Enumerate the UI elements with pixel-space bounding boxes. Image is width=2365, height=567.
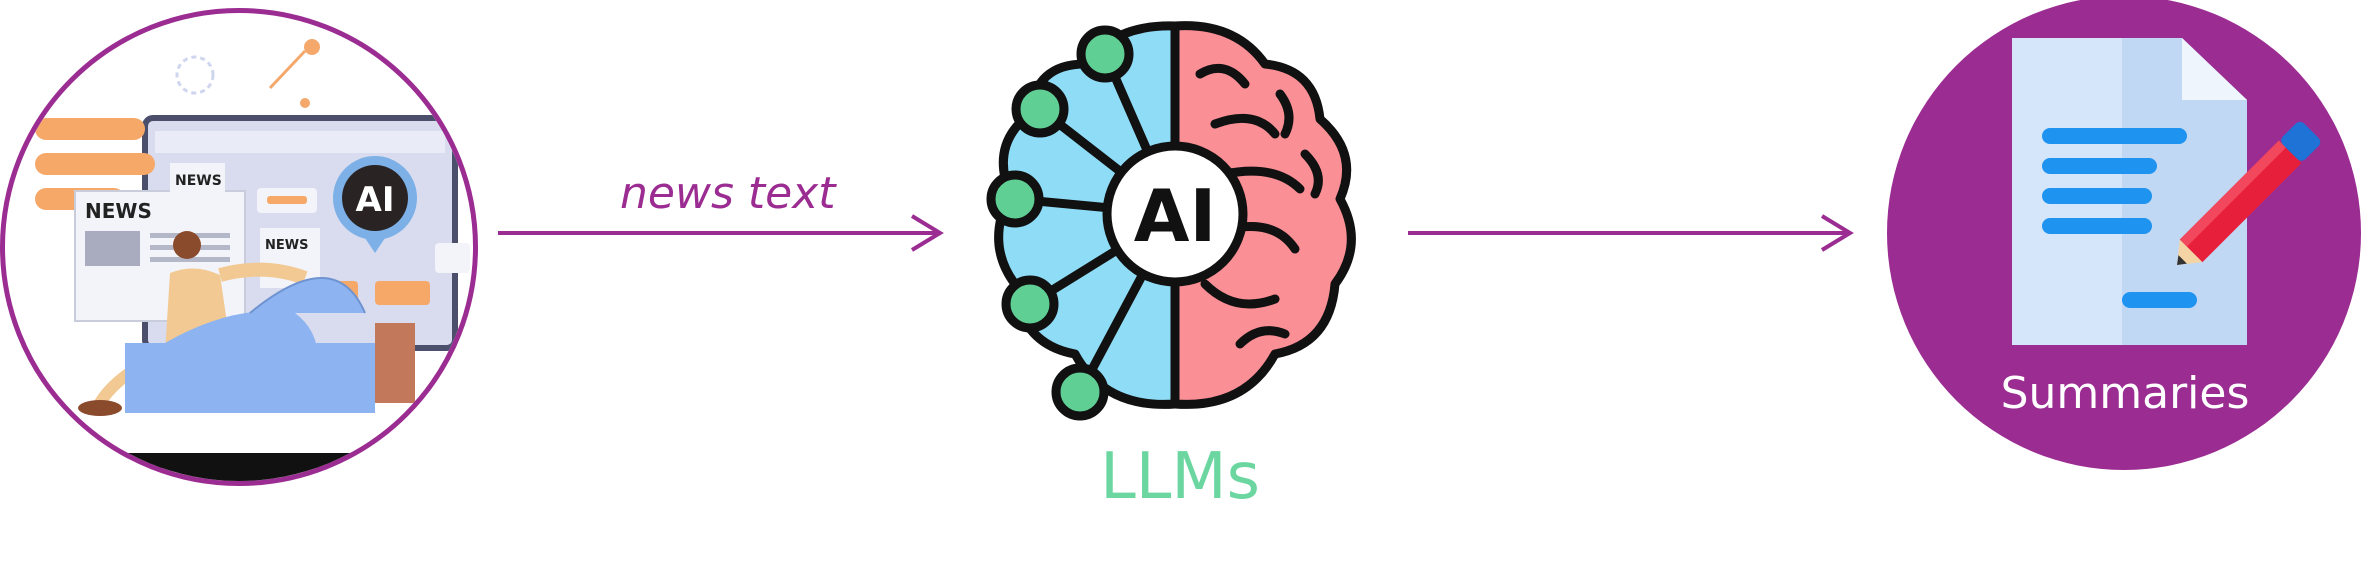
summaries-node <box>1887 0 2361 470</box>
brain-ai-icon: AI <box>986 21 1356 421</box>
edge-label-news-text: news text <box>620 168 836 219</box>
brain-ai-text: AI <box>1134 174 1217 258</box>
arrow-news-to-llm <box>498 214 944 252</box>
llm-label: LLMs <box>1100 440 1260 514</box>
document-icon <box>2012 38 2247 345</box>
summaries-label: Summaries <box>2000 368 2250 419</box>
news-illustration-node: NEWS NEWS NEWS AI <box>0 8 478 486</box>
ai-screen-badge: AI <box>356 180 395 220</box>
news-tag-2: NEWS <box>175 173 222 189</box>
pencil-icon <box>2177 121 2321 265</box>
arrow-llm-to-summaries <box>1408 214 1854 252</box>
news-tag-3: NEWS <box>265 238 308 253</box>
news-tag-1: NEWS <box>85 199 152 223</box>
news-illustration: NEWS NEWS NEWS AI <box>5 39 473 481</box>
